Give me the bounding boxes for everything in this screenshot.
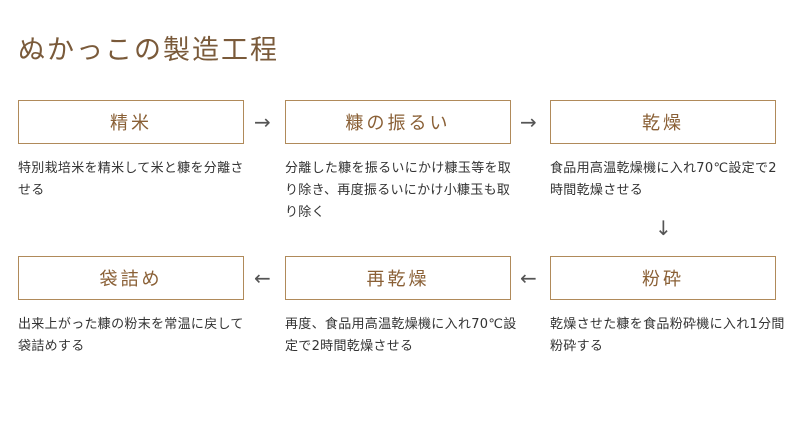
step-description-drying: 食品用高温乾燥機に入れ70℃設定で2時間乾燥させる — [550, 161, 777, 198]
arrow-right-icon: → — [520, 110, 537, 134]
step-box-drying: 乾燥 — [550, 100, 776, 144]
step-box-sifting: 糠の振るい — [285, 100, 511, 144]
step-description-bagging: 出来上がった糠の粉末を常温に戻して袋詰めする — [18, 317, 244, 354]
step-box-polishing: 精米 — [18, 100, 244, 144]
step-description-polishing: 特別栽培米を精米して米と糠を分離させる — [18, 161, 244, 198]
arrow-left-icon: ← — [520, 266, 537, 290]
step-box-bagging: 袋詰め — [18, 256, 244, 300]
step-box-redrying: 再乾燥 — [285, 256, 511, 300]
arrow-down-icon: ↓ — [655, 216, 672, 240]
step-box-grinding: 粉砕 — [550, 256, 776, 300]
page-title: ぬかっこの製造工程 — [18, 35, 279, 66]
arrow-left-icon: ← — [254, 266, 271, 290]
step-description-redrying: 再度、食品用高温乾燥機に入れ70℃設定で2時間乾燥させる — [285, 317, 517, 354]
arrow-right-icon: → — [254, 110, 271, 134]
step-description-sifting: 分離した糠を振るいにかけ糠玉等を取り除き、再度振るいにかけ小糠玉も取り除く — [285, 161, 512, 220]
step-description-grinding: 乾燥させた糠を食品粉砕機に入れ1分間粉砕する — [550, 317, 785, 354]
